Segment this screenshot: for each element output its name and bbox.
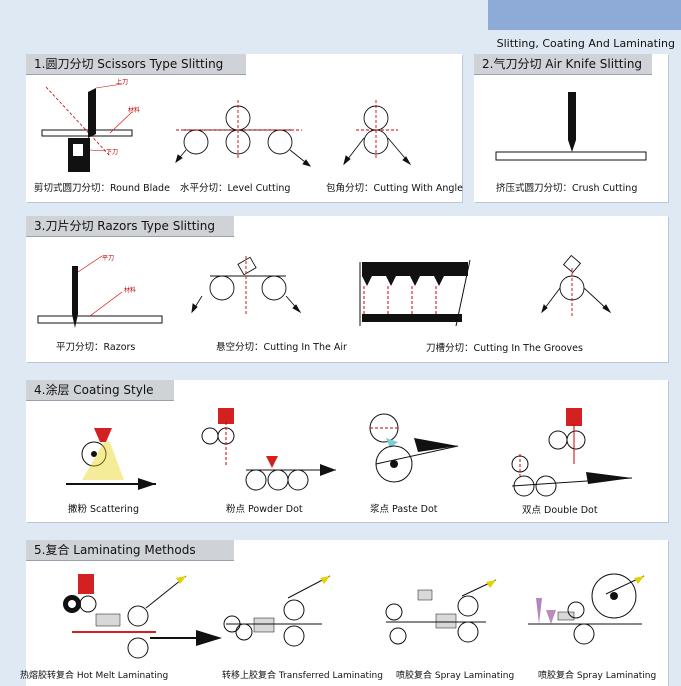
crush-cutting-diagram <box>495 92 647 161</box>
panel-laminating-methods: 5.复合 Laminating Methods <box>20 540 668 686</box>
caption-spray-2: 喷胶复合 Spray Laminating <box>538 671 657 681</box>
angle-cutting-diagram <box>343 100 412 166</box>
scattering-diagram <box>66 428 156 490</box>
label-material-razor: 材料 <box>124 286 136 294</box>
label-upper-blade: 上刀 <box>116 78 128 86</box>
double-dot-diagram <box>511 408 633 497</box>
caption-powder-dot: 粉点 Powder Dot <box>226 504 303 515</box>
spray-diagram-1 <box>385 579 497 645</box>
powder-dot-diagram <box>201 408 336 491</box>
label-material: 材料 <box>128 106 140 114</box>
spray-diagram-2 <box>528 573 645 645</box>
panel-title: 2.气刀分切 Air Knife Slitting <box>474 54 652 75</box>
caption-cutting-in-air: 悬空分切：Cutting In The Air <box>216 342 347 353</box>
caption-razors: 平刀分切：Razors <box>56 342 136 353</box>
caption-hot-melt: 热熔胶转复合 Hot Melt Laminating <box>20 671 169 681</box>
paste-dot-diagram <box>369 413 459 483</box>
caption-round-blade: 剪切式圆刀分切：Round Blade <box>34 183 170 194</box>
panel-air-knife-slitting: 2.气刀分切 Air Knife Slitting 挤压式圆刀分切：Crush … <box>474 54 668 202</box>
label-flat-blade: 平刀 <box>102 255 114 262</box>
laminating-diagrams <box>63 573 645 659</box>
round-blade-diagram: 上刀 材料 下刀 <box>41 78 140 172</box>
panel-scissors-slitting: 1.圆刀分切 Scissors Type Slitting 上刀 材料 下刀 <box>26 54 463 202</box>
groove-roller-diagram <box>541 254 612 316</box>
panel-title: 5.复合 Laminating Methods <box>26 540 234 561</box>
grooves-diagram <box>359 259 471 327</box>
caption-spray-1: 喷胶复合 Spray Laminating <box>396 671 515 681</box>
caption-scattering: 撒粉 Scattering <box>68 504 139 515</box>
level-cutting-diagram <box>175 100 312 167</box>
caption-double-dot: 双点 Double Dot <box>522 505 598 516</box>
caption-cutting-in-grooves: 刀槽分切：Cutting In The Grooves <box>426 343 583 354</box>
transferred-diagram <box>223 575 331 647</box>
panel-title: 4.涂层 Coating Style <box>26 380 174 401</box>
panel-razors-slitting: 3.刀片分切 Razors Type Slitting 平刀 材料 <box>26 216 668 362</box>
coating-diagrams <box>66 408 633 497</box>
corner-decoration <box>488 0 681 30</box>
razors-slitting-diagram: 平刀 材料 <box>37 254 612 328</box>
panel-coating-style: 4.涂层 Coating Style <box>26 380 668 522</box>
scissors-slitting-diagram: 上刀 材料 下刀 <box>41 78 412 172</box>
panel-title: 3.刀片分切 Razors Type Slitting <box>26 216 234 237</box>
razor-diagram: 平刀 材料 <box>37 255 163 328</box>
caption-level-cutting: 水平分切：Level Cutting <box>180 183 291 194</box>
caption-transferred: 转移上胶复合 Transferred Laminating <box>222 671 383 681</box>
cutting-in-air-diagram <box>191 256 302 316</box>
page-title: Slitting, Coating And Laminating <box>496 37 675 50</box>
caption-crush-cutting: 挤压式圆刀分切：Crush Cutting <box>496 183 638 194</box>
hot-melt-diagram <box>63 574 222 659</box>
caption-angle-cutting: 包角分切：Cutting With Angle <box>326 183 463 194</box>
label-lower-blade: 下刀 <box>106 149 118 156</box>
caption-paste-dot: 浆点 Paste Dot <box>370 504 438 515</box>
panel-title: 1.圆刀分切 Scissors Type Slitting <box>26 54 246 75</box>
